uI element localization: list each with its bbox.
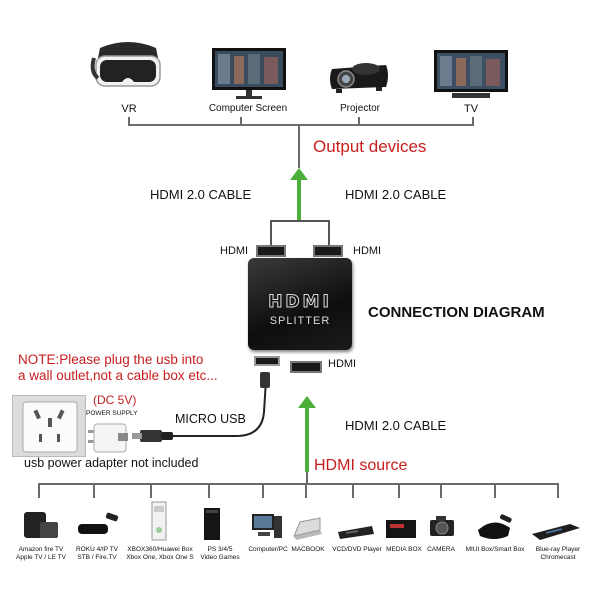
source-tick (150, 483, 152, 498)
source-label: Computer/PC (248, 546, 288, 553)
computer-icon (250, 512, 284, 542)
cable-label-top-left: HDMI 2.0 CABLE (150, 187, 252, 202)
hdmi-output-port-right (313, 245, 343, 257)
port-label-left: HDMI (220, 245, 249, 257)
source-bus-line (38, 483, 558, 485)
source-tick (352, 483, 354, 498)
projector-icon (326, 55, 392, 95)
adapter-note: usb power adapter not included (24, 456, 199, 470)
hdmi-source-title: HDMI source (314, 457, 408, 474)
source-tick (440, 483, 442, 498)
wall-outlet-image (12, 395, 86, 457)
output-devices-title: Output devices (313, 137, 427, 156)
port-label-input: HDMI (328, 358, 357, 370)
vr-headset-icon (90, 38, 164, 98)
playstation-icon (200, 506, 226, 542)
dvd-player-icon (336, 524, 376, 540)
camera-icon (428, 512, 456, 540)
source-tick (398, 483, 400, 498)
port-bracket-line (270, 220, 330, 222)
output-label-tv: TV (463, 103, 479, 115)
splitter-label: SPLITTER (269, 315, 331, 327)
micro-usb-label: MICRO USB (175, 412, 246, 426)
streaming-box-icon (22, 508, 60, 542)
source-tick (262, 483, 264, 498)
source-tick (38, 483, 40, 498)
output-tick (240, 117, 242, 125)
output-bus-line (128, 124, 474, 126)
usb-power-adapter-icon (86, 420, 132, 458)
micro-usb-port (254, 356, 280, 366)
smart-box-icon (474, 512, 516, 542)
splitter-brand-logo: HDMI (268, 292, 332, 313)
hdmi-splitter-device: HDMI SPLITTER (248, 258, 352, 350)
roku-icon (76, 512, 120, 540)
output-label-computer-screen: Computer Screen (208, 103, 288, 114)
tv-icon (432, 50, 510, 102)
source-tick (93, 483, 95, 498)
source-trunk-line (306, 472, 308, 484)
output-label-projector: Projector (339, 103, 380, 114)
source-tick (494, 483, 496, 498)
source-tick (305, 483, 307, 498)
output-trunk-line (298, 124, 300, 168)
source-tick (208, 483, 210, 498)
source-label: MACBOOK (291, 546, 325, 553)
source-label: CAMERA (427, 546, 455, 553)
output-label-vr: VR (121, 103, 137, 115)
source-label: MIUI Box/Smart Box (465, 546, 525, 553)
hdmi-input-port (290, 361, 322, 373)
hdmi-output-port-left (256, 245, 286, 257)
port-bracket-right (328, 220, 330, 246)
source-tick (557, 483, 559, 498)
diagram-title: CONNECTION DIAGRAM (368, 304, 545, 321)
media-box-icon (384, 514, 420, 542)
xbox-icon (148, 500, 174, 544)
dc-5v-label: (DC 5V) (93, 393, 137, 407)
port-label-right: HDMI (353, 245, 382, 257)
monitor-icon (210, 48, 288, 100)
power-supply-label: POWER SUPPLY (86, 410, 138, 417)
up-arrow-icon (290, 168, 308, 220)
bluray-icon (528, 520, 582, 542)
source-label: MEDIA BOX (386, 546, 422, 553)
output-tick (358, 117, 360, 125)
cable-label-bottom: HDMI 2.0 CABLE (345, 418, 447, 433)
port-bracket-left (270, 220, 272, 246)
cable-label-top-right: HDMI 2.0 CABLE (345, 187, 447, 202)
note-line-1: NOTE:Please plug the usb into (18, 352, 204, 367)
laptop-icon (290, 517, 324, 542)
source-label: VCD/DVD Player (332, 546, 382, 553)
note-line-2: a wall outlet,not a cable box etc... (18, 368, 218, 383)
up-arrow-icon (298, 396, 316, 472)
output-tick (128, 117, 130, 125)
output-tick (472, 117, 474, 125)
